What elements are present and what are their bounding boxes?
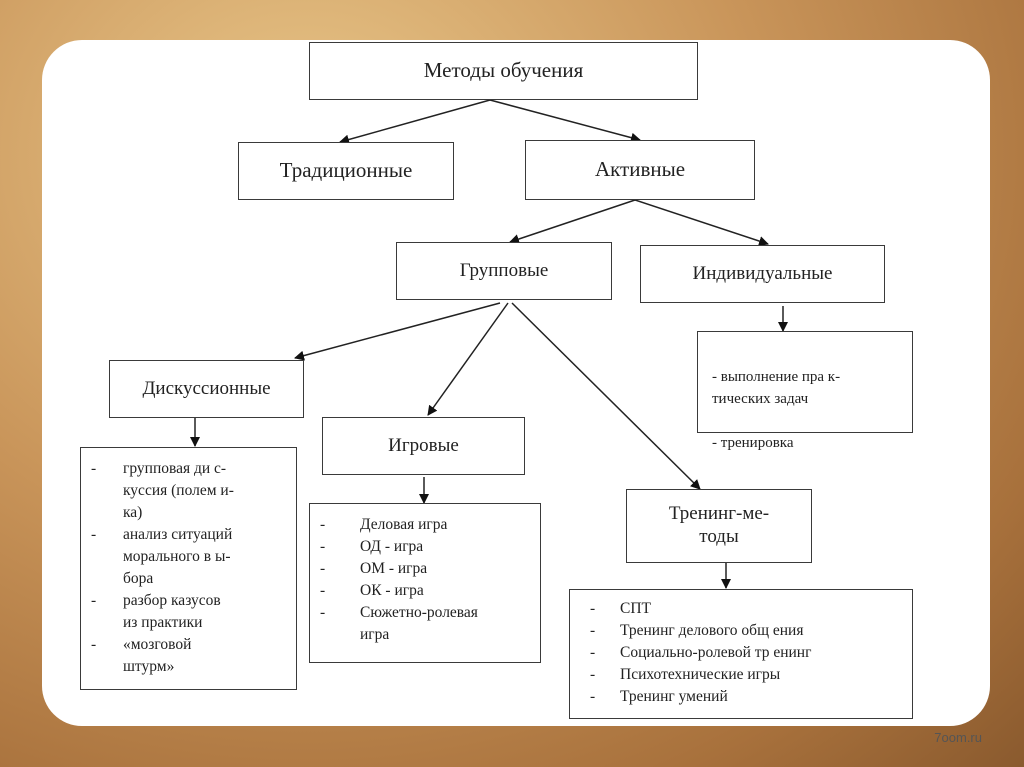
traditional-label: Традиционные bbox=[279, 158, 413, 183]
training-label: Тренинг-ме- тоды bbox=[668, 503, 770, 547]
traditional-node: Традиционные bbox=[238, 142, 454, 200]
list-item: -Социально-ролевой тр енинг bbox=[590, 644, 812, 661]
list-item: -Психотехнические игры bbox=[590, 666, 781, 683]
list-item: -ОК - игра bbox=[320, 582, 424, 599]
game-methods-list: -Деловая игра -ОД - игра -ОМ - игра -ОК … bbox=[309, 503, 541, 663]
arrow-root-traditional bbox=[339, 99, 491, 145]
site-watermark: 7oom.ru bbox=[934, 730, 982, 745]
game-label: Игровые bbox=[388, 434, 459, 456]
list-item: -разбор казусов из практики bbox=[91, 592, 221, 631]
individual-node: Индивидуальные bbox=[640, 245, 885, 303]
list-item: -групповая ди с- куссия (полем и- ка) bbox=[91, 460, 234, 521]
arrow-active-individual bbox=[634, 199, 769, 246]
active-node: Активные bbox=[525, 140, 755, 200]
list-item: -Тренинг делового общ ения bbox=[590, 622, 804, 639]
discussion-methods-list: -групповая ди с- куссия (полем и- ка) -а… bbox=[80, 447, 297, 690]
arrow-group-discussion bbox=[294, 302, 501, 361]
list-item: -Тренинг умений bbox=[590, 688, 728, 705]
list-item: -ОД - игра bbox=[320, 538, 424, 555]
list-item: -анализ ситуаций морального в ы- бора bbox=[91, 526, 233, 587]
discussion-node: Дискуссионные bbox=[109, 360, 304, 418]
root-node: Методы обучения bbox=[309, 42, 698, 100]
root-label: Методы обучения bbox=[423, 58, 584, 83]
arrow-root-active bbox=[489, 99, 641, 143]
list-item: -Сюжетно-ролевая игра bbox=[320, 604, 478, 643]
arrow-active-group bbox=[509, 199, 636, 244]
active-label: Активные bbox=[594, 157, 686, 182]
list-item: - тренировка bbox=[712, 435, 794, 451]
group-label: Групповые bbox=[459, 259, 549, 281]
list-item: - выполнение пра к- тических задач bbox=[712, 369, 841, 407]
list-item: -ОМ - игра bbox=[320, 560, 428, 577]
discussion-label: Дискуссионные bbox=[142, 377, 271, 399]
game-node: Игровые bbox=[322, 417, 525, 475]
training-node: Тренинг-ме- тоды bbox=[626, 489, 812, 563]
individual-label: Индивидуальные bbox=[692, 262, 833, 284]
list-item: -«мозговой штурм» bbox=[91, 636, 192, 675]
arrow-group-game bbox=[427, 302, 509, 416]
list-item: -СПТ bbox=[590, 600, 651, 617]
arrow-group-training bbox=[511, 302, 701, 490]
training-methods-list: -СПТ -Тренинг делового общ ения -Социаль… bbox=[569, 589, 913, 719]
group-node: Групповые bbox=[396, 242, 612, 300]
list-item: -Деловая игра bbox=[320, 516, 448, 533]
individual-methods-list: - выполнение пра к- тических задач - тре… bbox=[697, 331, 913, 451]
